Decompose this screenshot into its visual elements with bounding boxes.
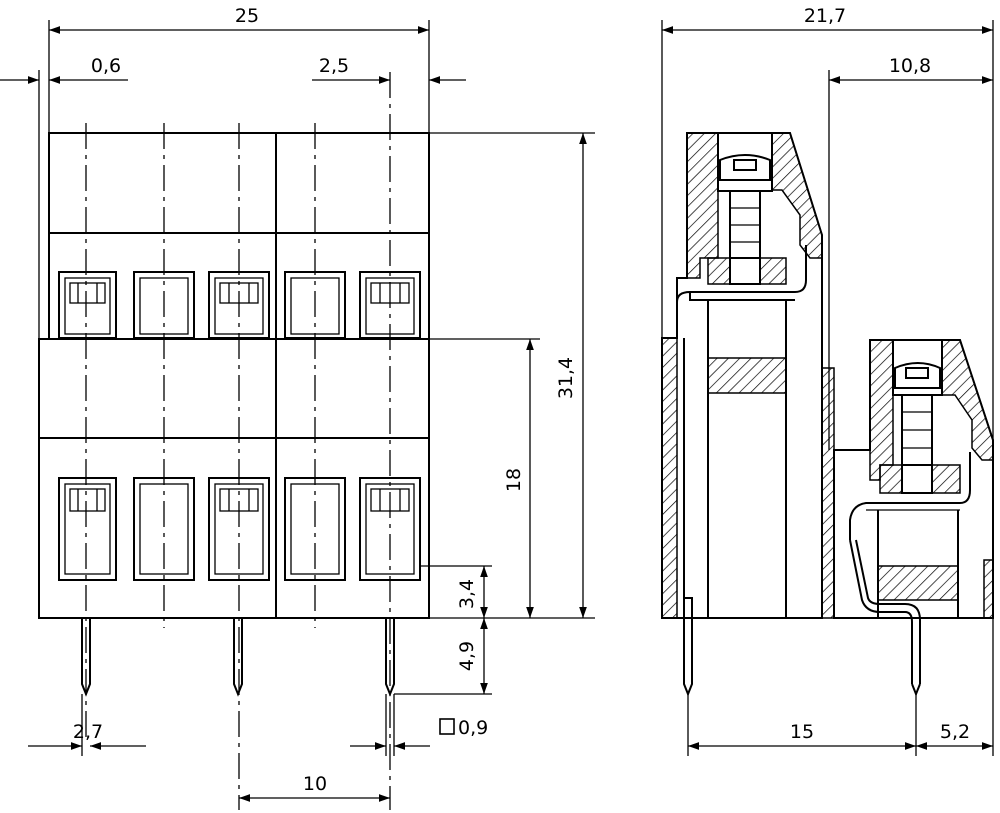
square-symbol-icon: [439, 718, 455, 735]
dim-pin-square: 0,9: [458, 717, 488, 739]
front-housing: [38, 132, 430, 619]
side-lower-block: [833, 339, 994, 684]
dim-pin-length: 4,9: [456, 641, 478, 671]
dim-pin-edge: 5,2: [940, 721, 970, 743]
dim-edge-offset: 0,6: [91, 55, 121, 77]
upper-opening-1: [58, 271, 117, 339]
front-view: 25 0,6 2,5 31,4 18 3,4 4,9 2,7 0,9 10: [0, 5, 595, 810]
dim-pin-pitch: 10: [303, 773, 327, 795]
dim-pin-offset: 2,7: [73, 721, 103, 743]
side-upper-block: [661, 132, 835, 619]
lower-opening-1: [58, 477, 117, 581]
front-dimensions: [0, 20, 595, 802]
side-view: 21,7 10,8 15 5,2: [661, 5, 994, 756]
side-dimensions: [661, 20, 994, 756]
dim-height-total: 31,4: [555, 357, 577, 399]
dim-pin-spacing: 15: [790, 721, 814, 743]
dim-height-tier: 18: [503, 468, 525, 492]
dim-overall-depth: 21,7: [804, 5, 846, 27]
front-centerlines: [85, 72, 391, 810]
dim-height-lower: 3,4: [456, 579, 478, 609]
dim-overall-width: 25: [235, 5, 259, 27]
front-pins: [81, 618, 395, 697]
dim-pitch-top: 2,5: [319, 55, 349, 77]
dim-upper-offset: 10,8: [889, 55, 931, 77]
